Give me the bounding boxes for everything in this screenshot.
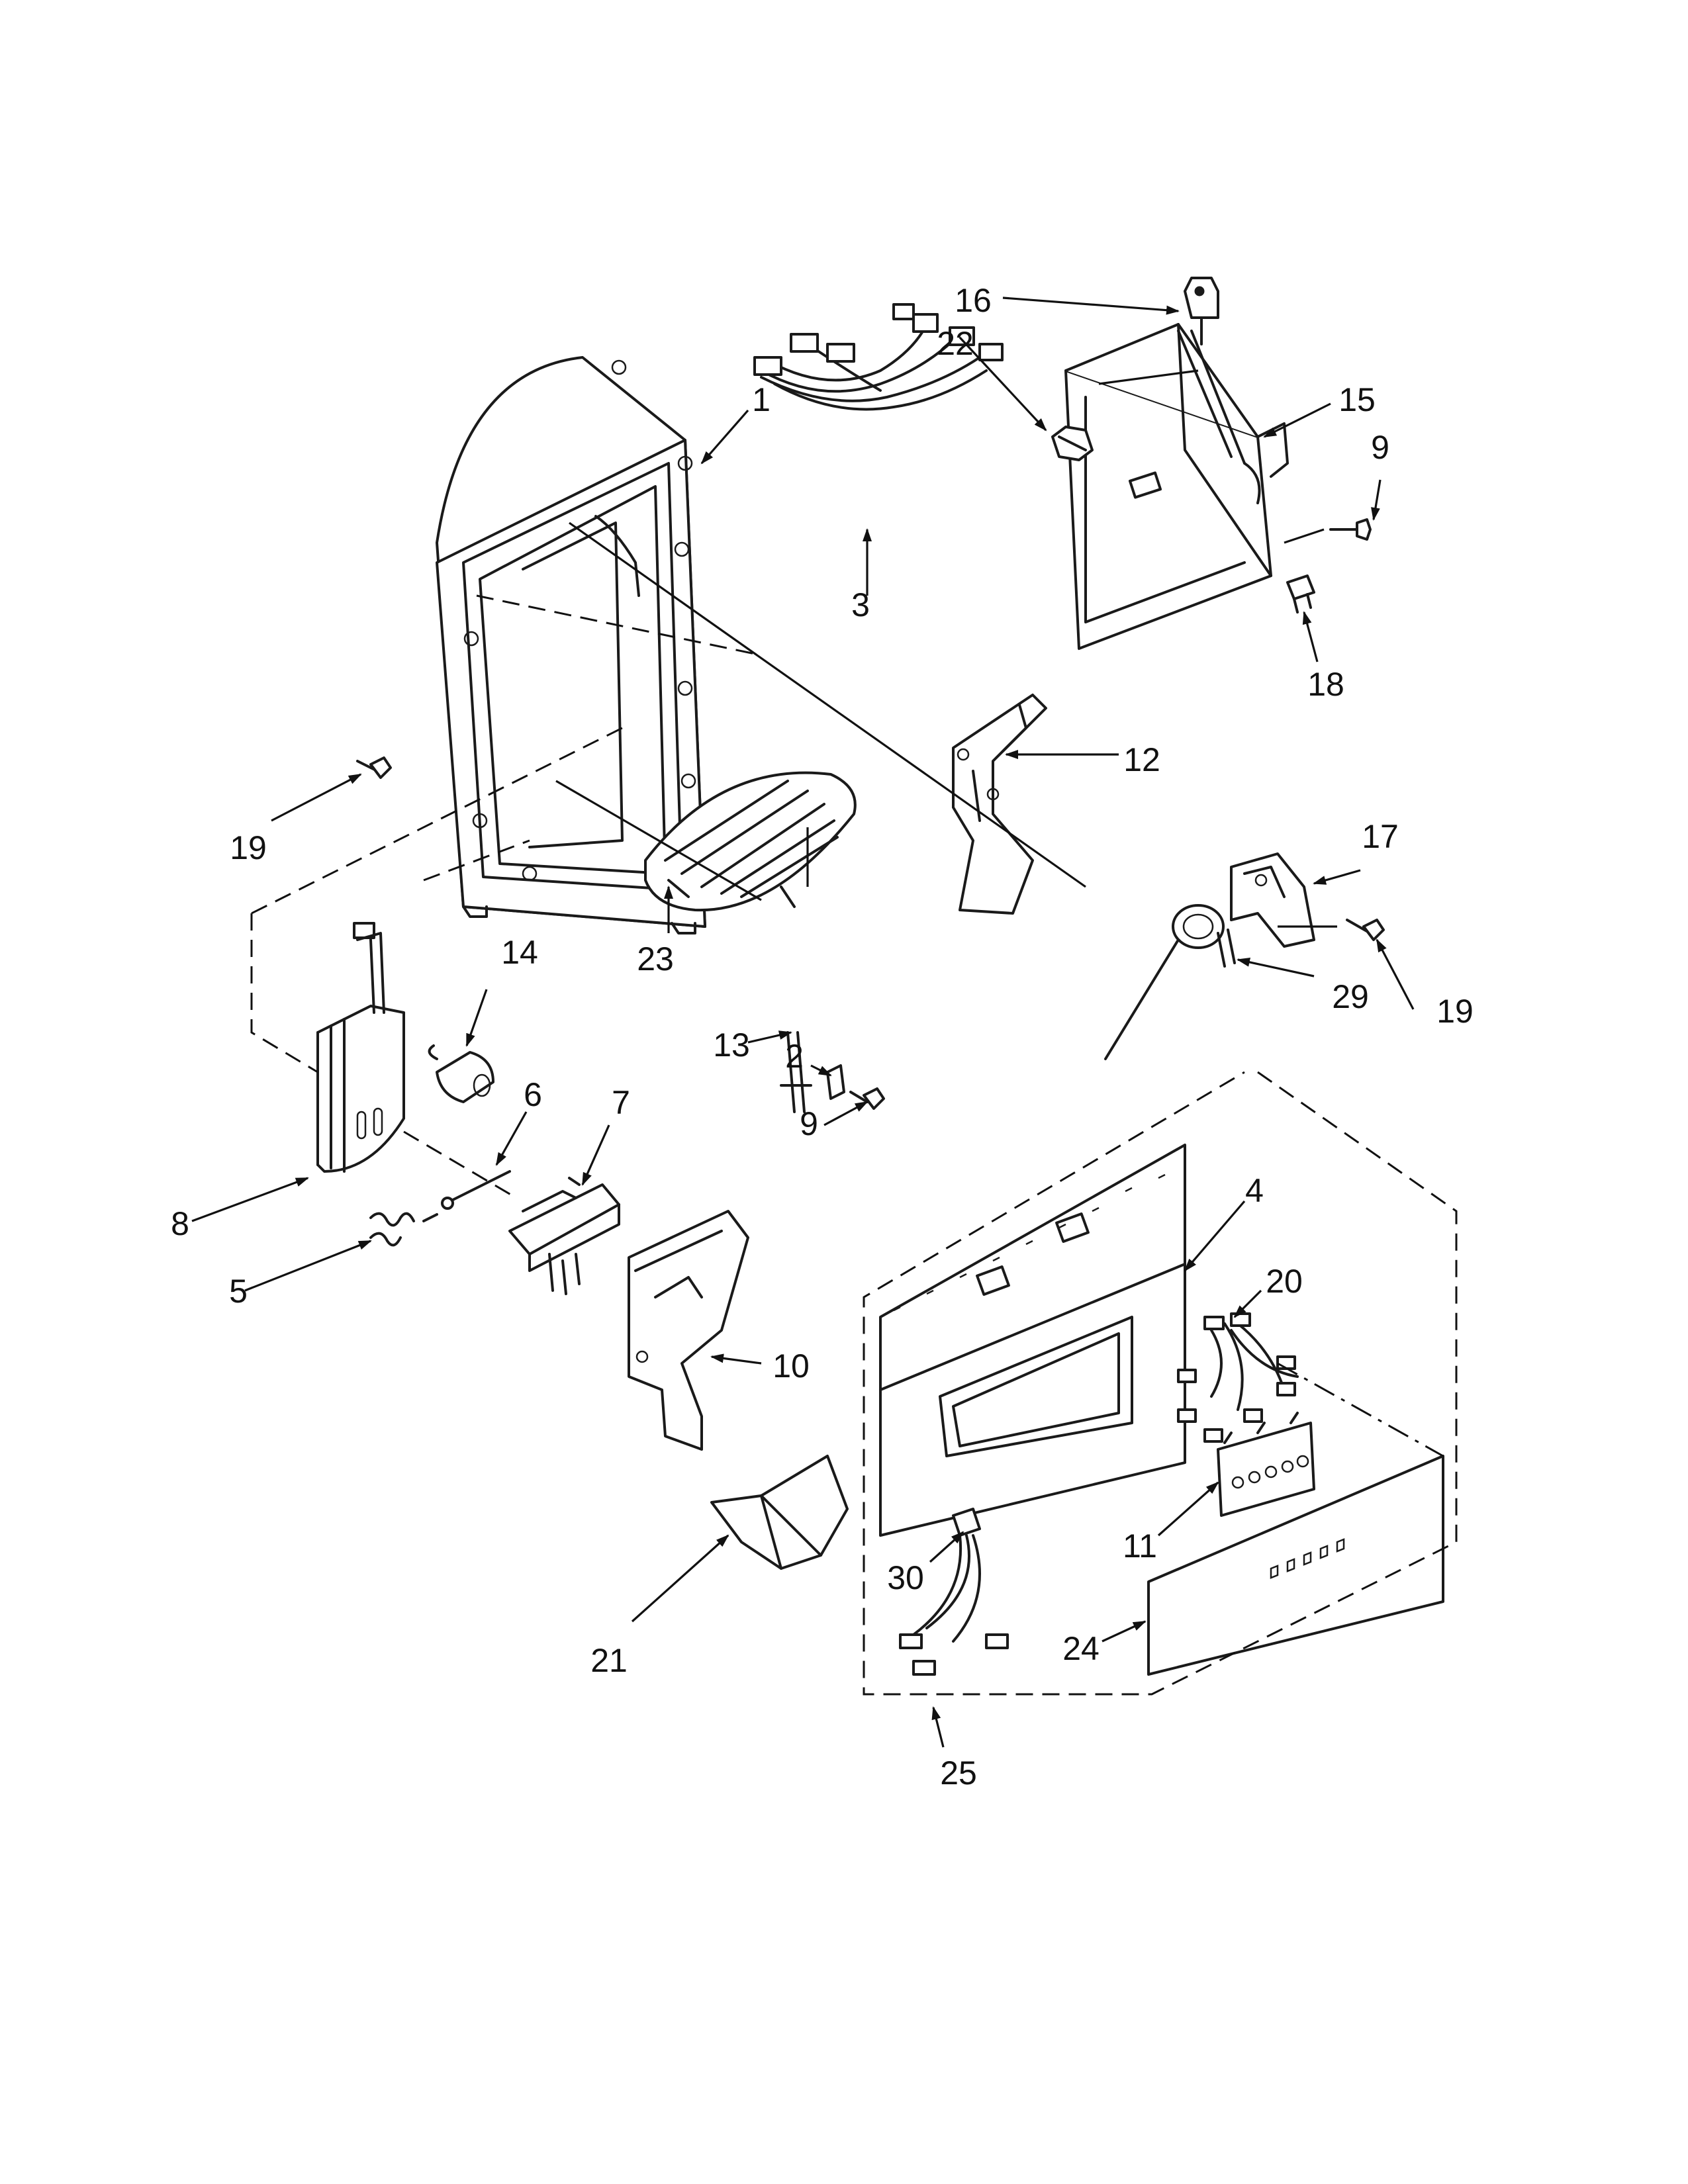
part-2-plate: [826, 1064, 845, 1100]
callout-20: 20: [1266, 1263, 1303, 1300]
callout-19-right: 19: [1436, 993, 1474, 1030]
callout-24: 24: [1062, 1630, 1100, 1667]
callout-14: 14: [501, 934, 538, 971]
callout-10: 10: [773, 1347, 810, 1385]
part-21-ice-chute: [710, 1455, 849, 1570]
callout-11: 11: [1123, 1527, 1157, 1565]
callout-9-top: 9: [1371, 429, 1389, 466]
part-3-wire-harness: [753, 303, 1004, 411]
part-1-housing: [436, 356, 706, 934]
part-4-front-panel: [879, 1144, 1186, 1537]
part-16-switch: [1184, 277, 1219, 345]
part-19-screw-left: [356, 756, 392, 779]
callout-4: 4: [1245, 1172, 1264, 1209]
callout-18: 18: [1307, 666, 1344, 703]
callout-8: 8: [171, 1205, 189, 1242]
part-9-screw-mid: [849, 1087, 885, 1110]
part-10-cradle: [628, 1210, 749, 1451]
part-9-screw-top: [1329, 518, 1372, 541]
callout-22: 22: [937, 325, 974, 362]
callout-12: 12: [1123, 741, 1160, 778]
callout-labels: 1 2 3 4 5 6 7 8 9 9 10 11 12 13 14 15 16…: [171, 282, 1474, 1792]
part-5-springs: [369, 1212, 438, 1247]
callout-15: 15: [1338, 381, 1376, 418]
callout-3: 3: [851, 586, 870, 623]
part-24-overlay: [1147, 1455, 1444, 1676]
callout-23: 23: [637, 940, 674, 978]
callout-13: 13: [713, 1026, 750, 1064]
part-13-clip: [780, 1031, 812, 1113]
callout-6: 6: [524, 1076, 542, 1113]
callout-leaders: [191, 296, 1415, 1748]
callout-30: 30: [887, 1559, 924, 1596]
callout-1: 1: [752, 381, 771, 418]
callout-21: 21: [590, 1642, 628, 1679]
part-17-bracket: [1230, 852, 1315, 948]
callout-16: 16: [955, 282, 992, 319]
callout-25: 25: [940, 1754, 977, 1792]
callout-5: 5: [229, 1273, 248, 1310]
assembly-lines: [250, 369, 1458, 1696]
part-23-drip-grille: [644, 771, 857, 912]
callout-17: 17: [1362, 818, 1399, 855]
callout-9-mid: 9: [800, 1105, 818, 1142]
part-6-pin: [441, 1170, 511, 1210]
part-30-harness: [899, 1508, 1009, 1676]
part-20-wiring: [1177, 1312, 1299, 1443]
part-15-bracket: [1064, 323, 1289, 650]
part-29-sensor: [1104, 904, 1236, 1060]
part-14-motor: [428, 1044, 494, 1103]
part-18-fitting: [1286, 574, 1315, 614]
part-22-grommet: [1051, 426, 1094, 461]
callout-2: 2: [785, 1038, 804, 1075]
callout-29: 29: [1332, 978, 1369, 1015]
part-7-actuator: [508, 1177, 620, 1295]
part-8-solenoid: [316, 922, 405, 1173]
part-11-control-board: [1217, 1412, 1315, 1517]
part-19-screw-right: [1346, 919, 1385, 941]
callout-7: 7: [612, 1084, 630, 1121]
callout-19-left: 19: [230, 829, 267, 866]
